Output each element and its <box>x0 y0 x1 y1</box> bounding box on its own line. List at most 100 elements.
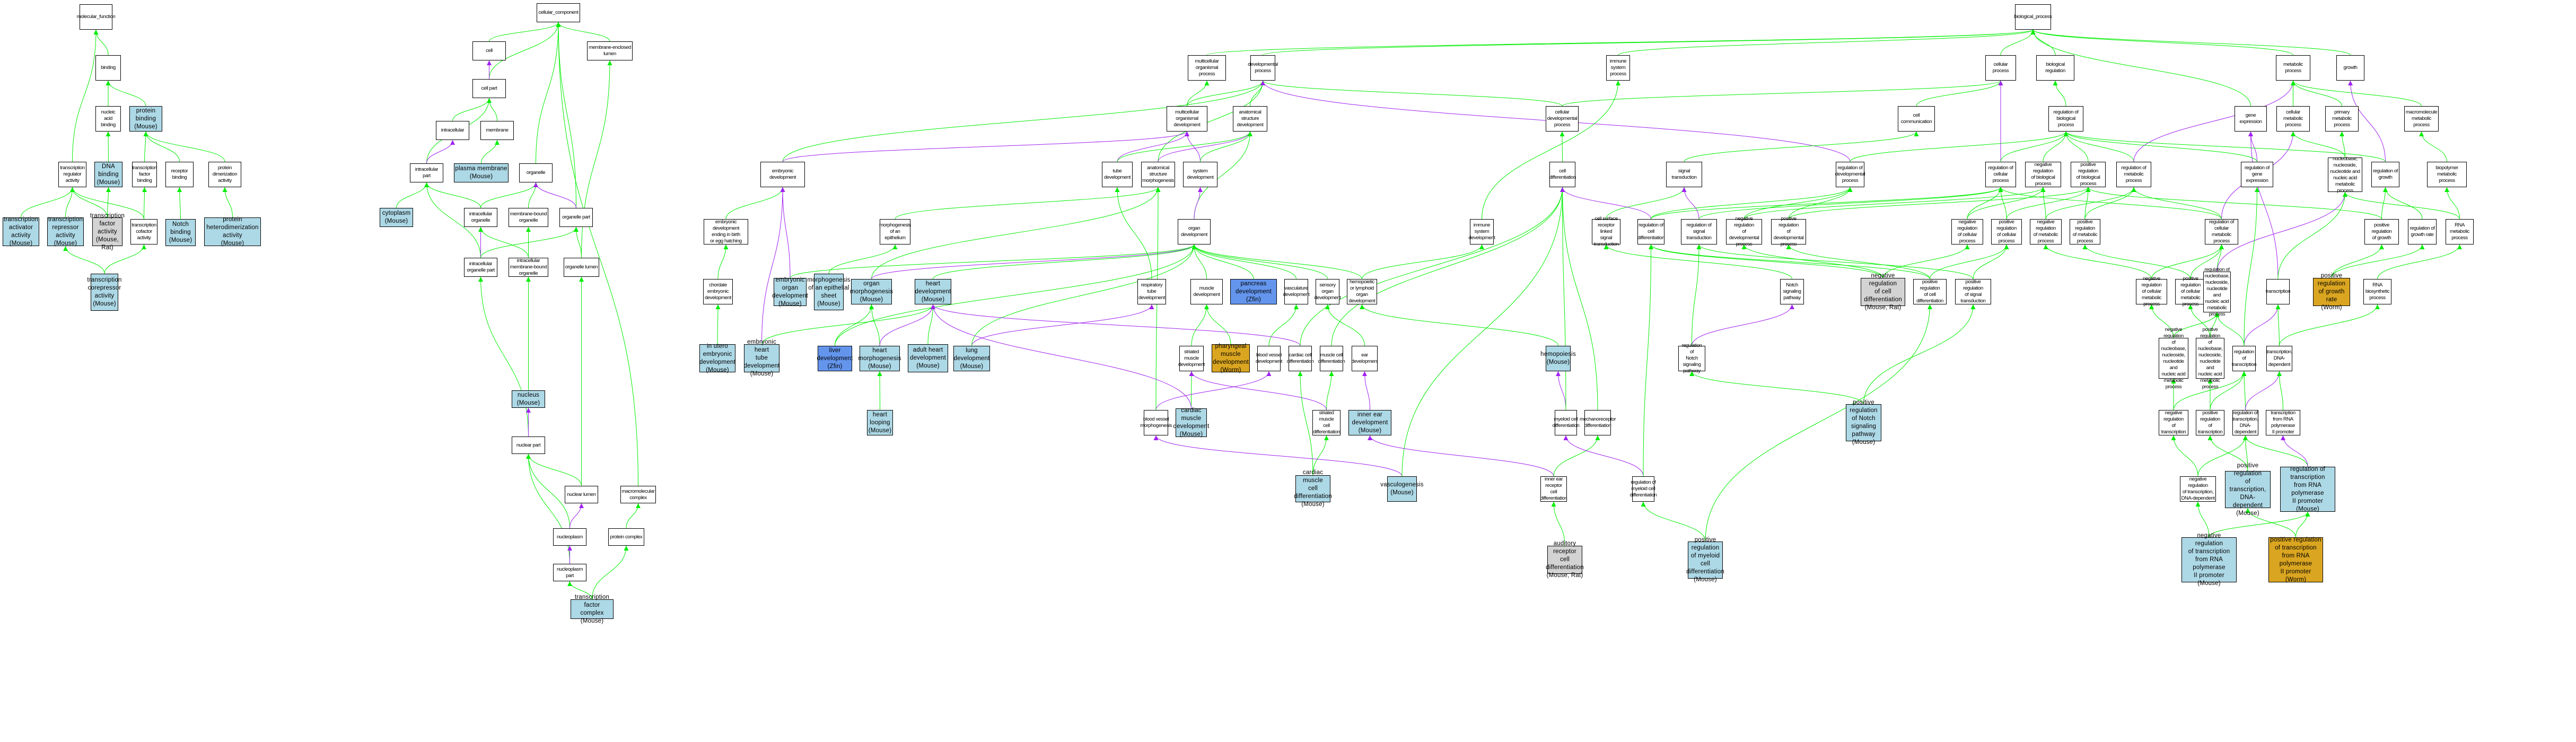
go-term-node-tcra[interactable]: transcription corepressor activity (Mous… <box>87 274 121 311</box>
go-term-node-om[interactable]: organ morphogenesis (Mouse) <box>850 279 893 304</box>
go-term-node-mbo[interactable]: membrane-bound organelle <box>509 208 548 227</box>
go-term-node-io[interactable]: intracellular organelle <box>464 208 497 227</box>
go-term-node-asd[interactable]: anatomical structure development <box>1233 106 1267 132</box>
go-term-node-nsp[interactable]: Notch signaling pathway <box>1780 279 1804 304</box>
go-term-node-intrapart[interactable]: intracellular part <box>410 163 443 182</box>
go-term-node-nrcmp[interactable]: negative regulation of cellular metaboli… <box>2136 276 2167 307</box>
go-term-node-rcp[interactable]: regulation of cellular process <box>1985 162 2016 187</box>
go-term-node-cdp[interactable]: cellular developmental process <box>1546 106 1579 132</box>
go-term-node-pmd[interactable]: pharyngeal muscle development (Worm) <box>1212 343 1250 373</box>
go-term-node-intra[interactable]: intracellular <box>436 121 469 140</box>
go-term-node-md[interactable]: muscle development <box>1190 279 1223 304</box>
go-term-node-rbp[interactable]: regulation of biological process <box>2048 106 2083 132</box>
go-term-node-prgr[interactable]: positive regulation of growth rate (Worm… <box>2313 273 2350 311</box>
go-term-node-mod[interactable]: multicellular organismal development <box>1167 106 1207 132</box>
go-term-node-mel[interactable]: membrane-enclosed lumen <box>587 41 633 60</box>
go-term-node-bp[interactable]: biological_process <box>2014 4 2052 30</box>
go-term-node-mc[interactable]: macromolecular complex <box>620 486 656 503</box>
go-term-node-nrmp[interactable]: negative regulation of metabolic process <box>2030 219 2062 245</box>
go-term-node-prg[interactable]: positive regulation of growth <box>2364 219 2399 245</box>
go-term-node-tra2[interactable]: transcription repressor activity (Mouse) <box>47 216 84 247</box>
go-term-node-hm[interactable]: heart morphogenesis (Mouse) <box>858 346 901 371</box>
go-term-node-nl[interactable]: nuclear lumen <box>565 486 598 503</box>
go-term-node-tfb[interactable]: transcription factor binding <box>132 162 157 187</box>
go-term-node-ccom[interactable]: cell communication <box>1898 106 1935 132</box>
go-term-node-ge[interactable]: gene expression <box>2235 106 2267 132</box>
go-term-node-membrane[interactable]: membrane <box>480 121 514 140</box>
go-term-node-prmcd[interactable]: positive regulation of myeloid cell diff… <box>1686 537 1724 583</box>
go-term-node-tubed[interactable]: tube development <box>1102 162 1133 187</box>
go-term-node-cmd[interactable]: cardiac muscle development (Mouse) <box>1173 407 1210 438</box>
go-term-node-ahd[interactable]: adult heart development (Mouse) <box>908 344 948 372</box>
go-term-node-nrtdd[interactable]: negative regulation of transcription, DN… <box>2180 476 2216 502</box>
go-term-node-isp[interactable]: immune system process <box>1606 55 1630 81</box>
go-term-node-rmp[interactable]: regulation of metabolic process <box>2116 162 2151 187</box>
go-term-node-sysd[interactable]: system development <box>1183 162 1217 187</box>
go-term-node-prmp[interactable]: positive regulation of metabolic process <box>2070 219 2100 245</box>
go-term-node-nucleus[interactable]: nucleus (Mouse) <box>512 390 545 408</box>
go-term-node-npp[interactable]: nucleoplasm part <box>553 564 586 581</box>
go-term-node-smcd[interactable]: striated muscle cell differentiation <box>1312 410 1340 435</box>
go-term-node-hemo[interactable]: hemopoiesis (Mouse) <box>1540 346 1576 371</box>
go-term-node-prbp[interactable]: positive regulation of biological proces… <box>2071 162 2106 187</box>
go-term-node-ed[interactable]: embryonic development <box>760 162 805 187</box>
go-term-node-rnabp[interactable]: RNA biosynthetic process <box>2363 279 2391 304</box>
go-term-node-st[interactable]: signal transduction <box>1666 162 1702 187</box>
go-term-node-prst[interactable]: positive regulation of signal transducti… <box>1955 279 1991 304</box>
go-term-node-csrlst[interactable]: cell surface receptor linked signal tran… <box>1592 216 1620 247</box>
go-term-node-nrt[interactable]: negative regulation of transcription <box>2159 410 2188 435</box>
go-term-node-nab[interactable]: nucleic acid binding <box>95 106 121 132</box>
go-term-node-mrd[interactable]: mechanoreceptor differentiation <box>1580 410 1616 435</box>
go-term-node-prtp2[interactable]: positive regulation of transcription fro… <box>2268 537 2323 583</box>
go-term-node-trp2[interactable]: transcription from RNA polymerase II pro… <box>2266 410 2300 435</box>
go-term-node-pm[interactable]: plasma membrane (Mouse) <box>454 163 509 182</box>
go-term-node-prt[interactable]: positive regulation of transcription <box>2196 410 2224 435</box>
go-term-node-arcd[interactable]: auditory receptor cell differentiation (… <box>1546 540 1584 579</box>
go-term-node-lungd[interactable]: lung development (Mouse) <box>953 346 990 371</box>
go-term-node-mcd[interactable]: muscle cell differentiation <box>1318 346 1345 371</box>
go-term-node-nucleoplasm[interactable]: nucleoplasm <box>553 528 586 546</box>
go-term-node-edeb[interactable]: embryonic development ending in birth or… <box>704 219 748 245</box>
go-term-node-tca[interactable]: transcription cofactor activity <box>130 219 157 245</box>
go-term-node-nrcd[interactable]: negative regulation of cell differentiat… <box>1861 273 1905 311</box>
go-term-node-bmp[interactable]: biopolymer metabolic process <box>2427 162 2467 187</box>
go-term-node-rtp2[interactable]: regulation of transcription from RNA pol… <box>2280 466 2335 512</box>
go-term-node-mop[interactable]: multicellular organismal process <box>1188 55 1226 81</box>
go-term-node-rdp[interactable]: regulation of developmental process <box>1835 162 1865 187</box>
go-term-node-pmp[interactable]: primary metabolic process <box>2325 106 2359 132</box>
go-term-node-orgd[interactable]: organ development <box>1178 219 1211 245</box>
go-term-node-nrnnn[interactable]: negative regulation of nucleobase, nucle… <box>2159 327 2188 390</box>
go-term-node-cell[interactable]: cell <box>472 41 506 60</box>
go-term-node-vd[interactable]: vasculature development <box>1283 279 1310 304</box>
go-term-node-cp[interactable]: cellular process <box>1985 55 2016 81</box>
go-term-node-nrcp[interactable]: negative regulation of cellular process <box>1951 219 1983 245</box>
go-term-node-rst[interactable]: regulation of signal transduction <box>1681 219 1717 245</box>
go-term-node-growth[interactable]: growth <box>2336 55 2364 81</box>
go-term-node-smd[interactable]: striated muscle development <box>1178 346 1205 371</box>
go-term-node-nrbp[interactable]: negative regulation of biological proces… <box>2025 162 2061 187</box>
go-term-node-hd[interactable]: heart development (Mouse) <box>915 279 951 304</box>
go-term-node-ol[interactable]: organelle lumen <box>564 258 599 277</box>
go-term-node-op[interactable]: organelle part <box>559 208 593 227</box>
go-term-node-pda[interactable]: protein dimerization activity <box>208 162 241 187</box>
go-term-node-organelle[interactable]: organelle <box>519 163 553 182</box>
go-term-node-cc[interactable]: cellular_component <box>537 3 580 22</box>
go-term-node-rnnnmp[interactable]: regulation of nucleobase, nucleoside, nu… <box>2203 267 2231 317</box>
go-term-node-transcription[interactable]: transcription <box>2266 279 2291 304</box>
go-term-node-ccd[interactable]: cardiac cell differentiation <box>1287 346 1314 371</box>
go-term-node-prdp[interactable]: positive regulation of developmental pro… <box>1771 216 1806 247</box>
go-term-node-eard[interactable]: ear development <box>1352 346 1378 371</box>
go-term-node-prcp[interactable]: positive regulation of cellular process <box>1991 219 2022 245</box>
go-term-node-ld[interactable]: liver development (Zfin) <box>817 346 853 371</box>
go-term-node-rcmp[interactable]: regulation of cellular metabolic process <box>2205 219 2238 245</box>
go-term-node-np[interactable]: nuclear part <box>512 437 545 454</box>
go-term-node-nrdp[interactable]: negative regulation of developmental pro… <box>1726 216 1762 247</box>
go-term-node-tdd[interactable]: transcription, DNA-dependent <box>2266 346 2292 371</box>
go-term-node-prnsp[interactable]: positive regulation of Notch signaling p… <box>1846 399 1881 446</box>
go-term-node-mmp[interactable]: macromolecule metabolic process <box>2404 106 2439 132</box>
go-term-node-cyto[interactable]: cytoplasm (Mouse) <box>380 208 413 227</box>
go-term-node-rb[interactable]: receptor binding <box>165 162 194 187</box>
go-term-node-pb[interactable]: protein binding (Mouse) <box>129 106 162 132</box>
go-term-node-taa[interactable]: transcription activator activity (Mouse) <box>3 216 39 247</box>
go-term-node-bvd[interactable]: blood vessel development <box>1256 346 1282 371</box>
